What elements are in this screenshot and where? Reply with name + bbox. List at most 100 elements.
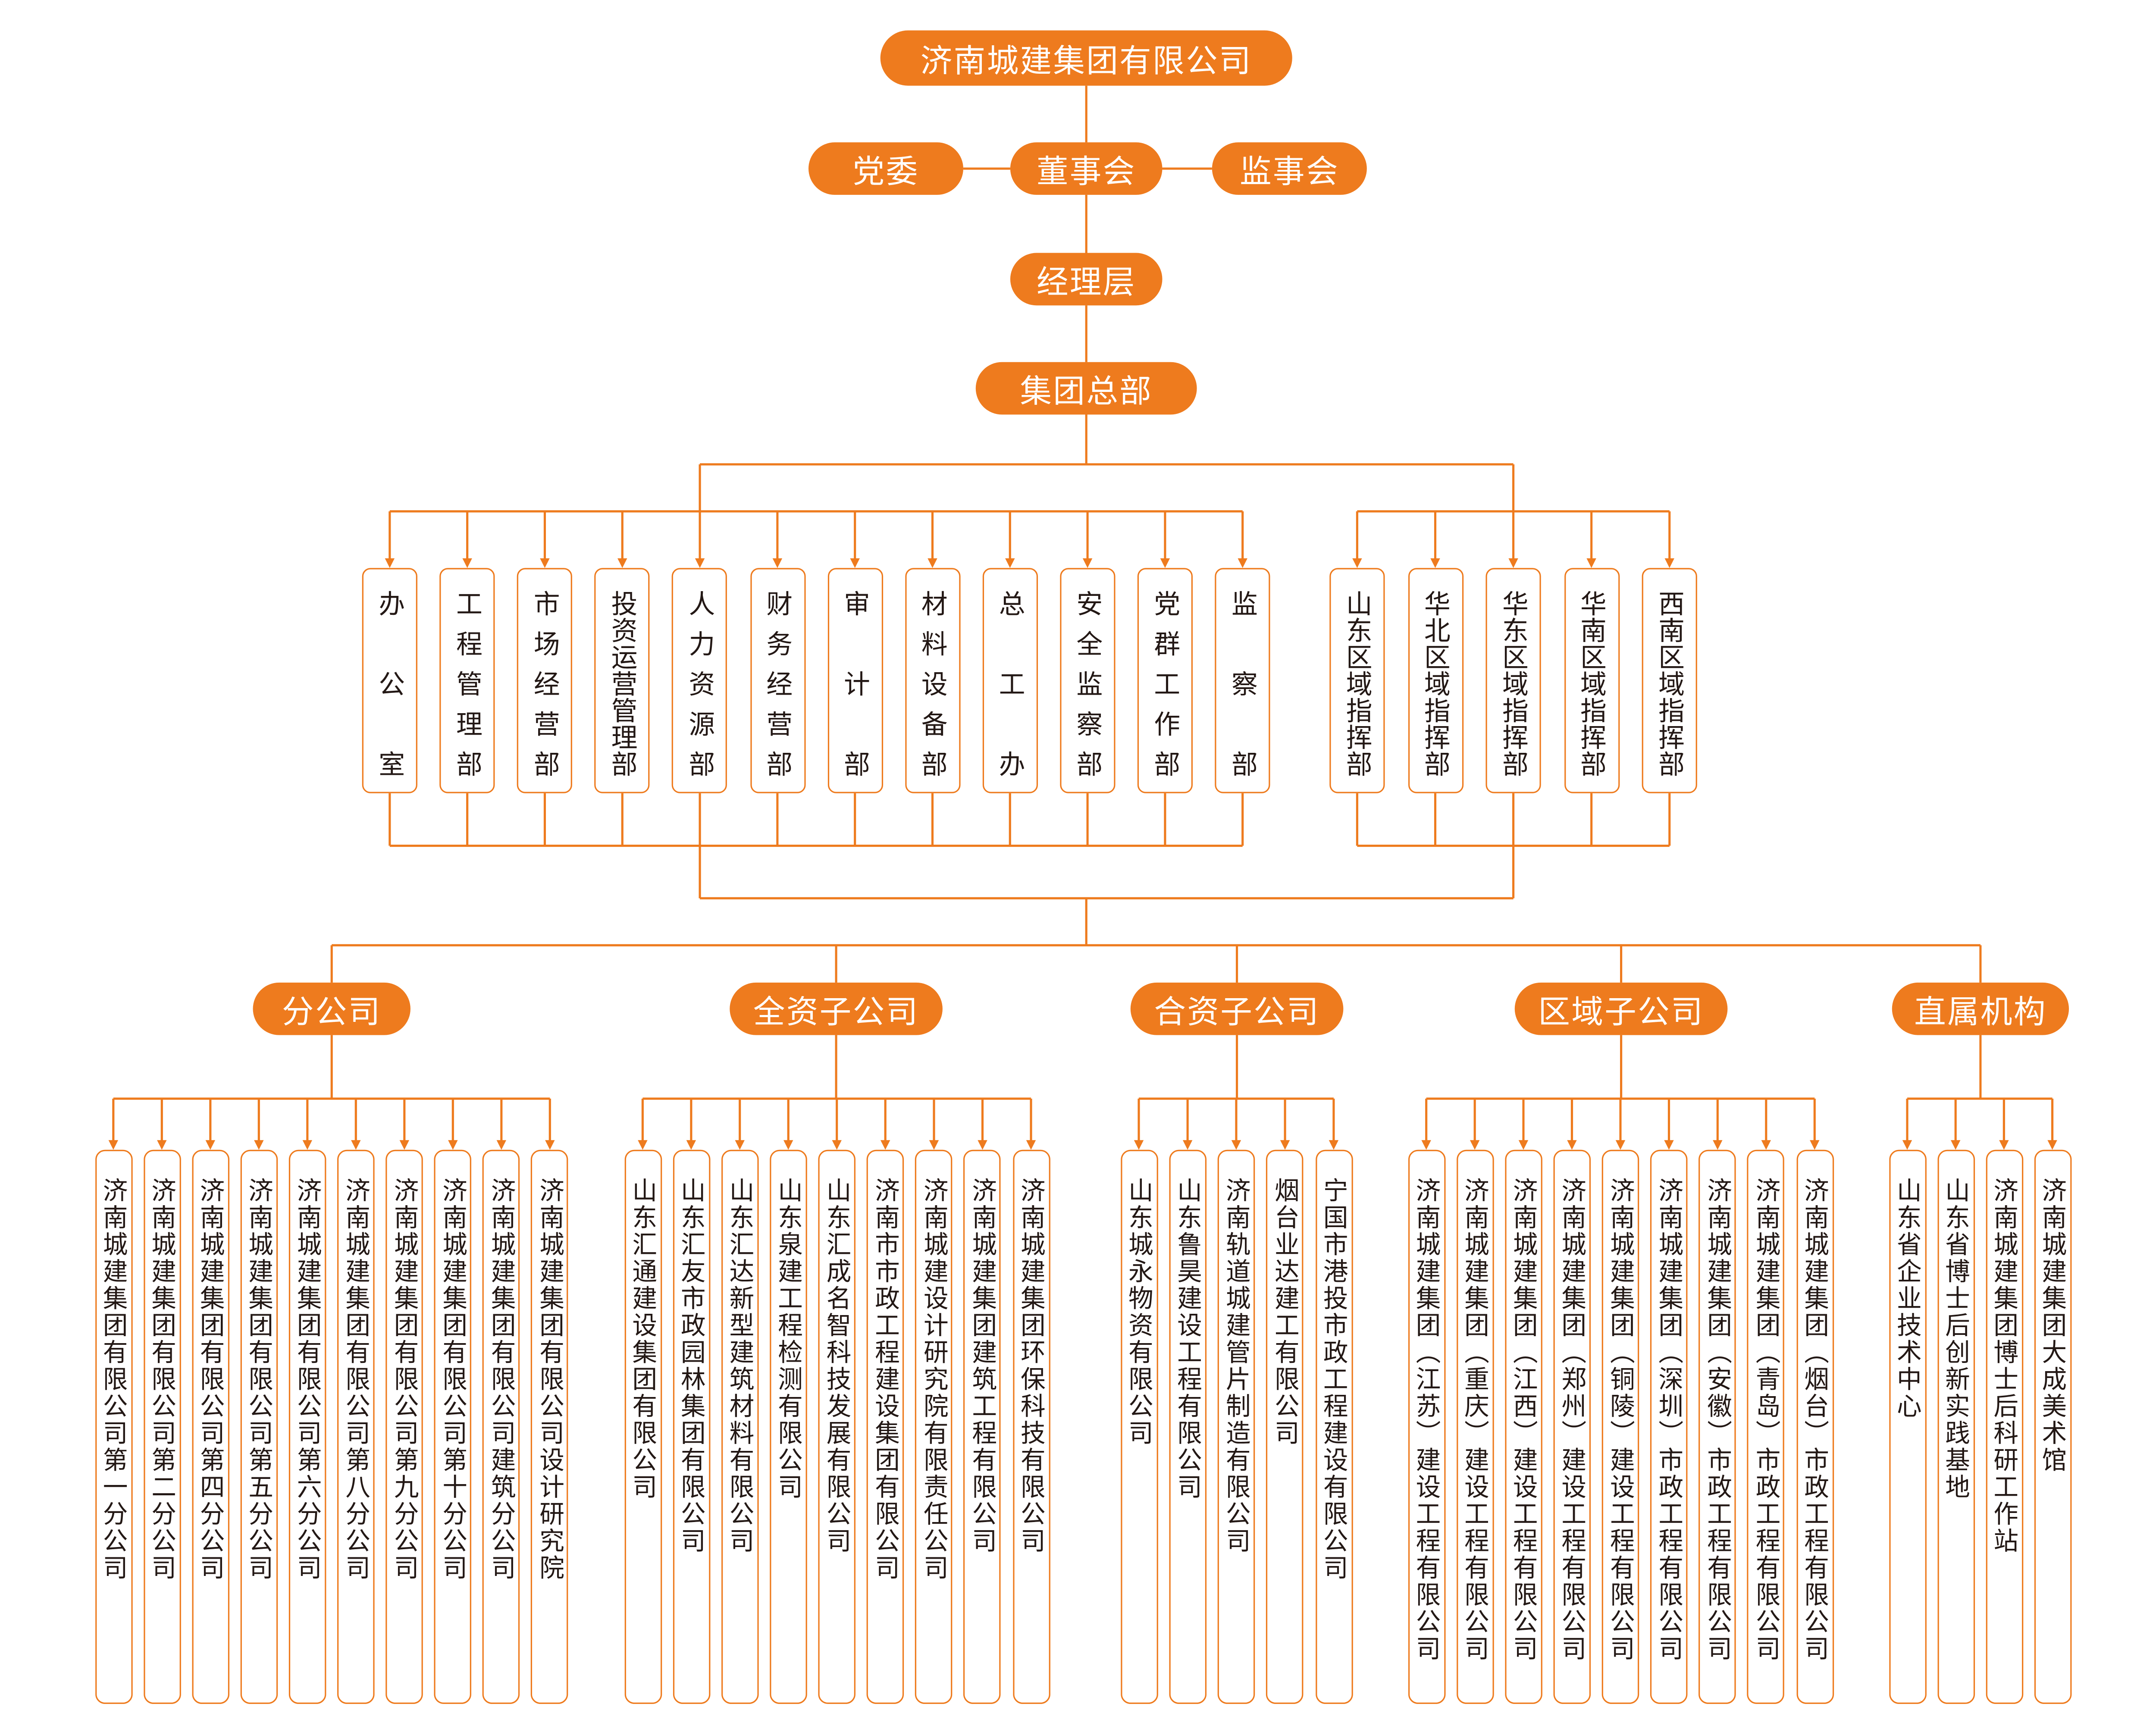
regional-command-name: 华南区域指挥部 — [1576, 590, 1607, 777]
arrow-head — [462, 558, 472, 568]
regional-subsidiary-box: 济南城建集团（青岛）市政工程有限公司 — [1747, 1150, 1785, 1704]
arrow-head — [1902, 1140, 1912, 1150]
affiliated-institution-box: 济南城建集团博士后科研工作站 — [1985, 1150, 2023, 1704]
category-wholly-owned-subsidiaries: 全资子公司 — [730, 982, 943, 1035]
board-of-supervisors-node: 监事会 — [1212, 142, 1367, 195]
arrow-head — [929, 1140, 939, 1150]
unit-name: 山东城永物资有限公司 — [1124, 1177, 1153, 1447]
branch-company-box: 济南城建集团有限公司第二分公司 — [143, 1150, 181, 1704]
arrow-head — [832, 1140, 842, 1150]
unit-name: 济南城建集团有限公司第十分公司 — [438, 1177, 467, 1582]
category-joint-venture-subsidiaries: 合资子公司 — [1130, 982, 1344, 1035]
arrow-head — [205, 1140, 216, 1150]
unit-name: 济南城建集团（铜陵）建设工程有限公司 — [1606, 1177, 1635, 1663]
arrow-head — [1664, 558, 1674, 568]
unit-name: 济南城建集团有限公司第五分公司 — [244, 1177, 273, 1582]
arrow-head — [928, 558, 937, 568]
regional-subsidiary-box: 济南城建集团（江苏）建设工程有限公司 — [1407, 1150, 1445, 1704]
branch-company-box: 济南城建集团有限公司建筑分公司 — [483, 1150, 520, 1704]
unit-name: 烟台业达建工有限公司 — [1270, 1177, 1300, 1447]
arrow-head — [686, 1140, 696, 1150]
joint-venture-subsidiary-box: 济南轨道城建管片制造有限公司 — [1217, 1150, 1255, 1704]
arrow-head — [302, 1140, 313, 1150]
arrow-head — [1134, 1140, 1144, 1150]
branch-company-box: 济南城建集团有限公司第九分公司 — [385, 1150, 423, 1704]
arrow-head — [783, 1140, 793, 1150]
department-name: 工程管理部 — [452, 590, 483, 777]
regional-subsidiary-box: 济南城建集团（烟台）市政工程有限公司 — [1796, 1150, 1833, 1704]
affiliated-institution-box: 山东省博士后创新实践基地 — [1937, 1150, 1974, 1704]
department-box: 工程管理部 — [439, 568, 495, 793]
regional-command-box: 华北区域指挥部 — [1407, 568, 1463, 793]
department-box: 党群工作部 — [1137, 568, 1193, 793]
unit-name: 济南城建集团有限公司第八分公司 — [341, 1177, 370, 1582]
unit-name: 山东汇成名智科技发展有限公司 — [822, 1177, 852, 1555]
arrow-head — [545, 1140, 555, 1150]
arrow-head — [617, 558, 627, 568]
joint-venture-subsidiary-box: 山东鲁昊建设工程有限公司 — [1169, 1150, 1206, 1704]
unit-name: 济南城建集团建筑工程有限公司 — [968, 1177, 997, 1555]
unit-name: 济南城建集团（深圳）市政工程有限公司 — [1654, 1177, 1684, 1663]
affiliated-institution-box: 山东省企业技术中心 — [1888, 1150, 1926, 1704]
arrow-head — [1329, 1140, 1339, 1150]
department-box: 人力资源部 — [672, 568, 728, 793]
arrow-head — [496, 1140, 507, 1150]
department-box: 市场经营部 — [517, 568, 573, 793]
arrow-head — [638, 1140, 648, 1150]
regional-command-box: 华东区域指挥部 — [1485, 568, 1541, 793]
arrow-head — [1026, 1140, 1036, 1150]
unit-name: 济南轨道城建管片制造有限公司 — [1222, 1177, 1251, 1555]
unit-name: 济南城建集团有限公司建筑分公司 — [487, 1177, 516, 1582]
department-box: 审计部 — [827, 568, 883, 793]
unit-name: 济南城建集团有限公司第九分公司 — [390, 1177, 419, 1582]
category-regional-subsidiaries: 区域子公司 — [1514, 982, 1728, 1035]
category-directly-affiliated: 直属机构 — [1892, 982, 2069, 1035]
joint-venture-subsidiary-box: 山东城永物资有限公司 — [1120, 1150, 1158, 1704]
regional-command-name: 华东区域指挥部 — [1498, 590, 1529, 777]
regional-command-box: 西南区域指挥部 — [1642, 568, 1697, 793]
company-title: 济南城建集团有限公司 — [880, 30, 1292, 86]
arrow-head — [850, 558, 860, 568]
regional-subsidiary-box: 济南城建集团（郑州）建设工程有限公司 — [1553, 1150, 1591, 1704]
unit-name: 济南城建集团有限公司第六分公司 — [293, 1177, 322, 1582]
arrow-head — [399, 1140, 410, 1150]
regional-command-name: 山东区域指挥部 — [1342, 590, 1373, 777]
regional-command-box: 山东区域指挥部 — [1329, 568, 1385, 793]
department-name: 市场经营部 — [530, 590, 560, 777]
unit-name: 济南城建集团（江苏）建设工程有限公司 — [1412, 1177, 1441, 1663]
arrow-head — [1508, 558, 1518, 568]
arrow-head — [1999, 1140, 2009, 1150]
arrow-head — [1950, 1140, 1961, 1150]
arrow-head — [108, 1140, 119, 1150]
unit-name: 济南城建集团（安徽）市政工程有限公司 — [1703, 1177, 1732, 1663]
unit-name: 济南城建集团（郑州）建设工程有限公司 — [1557, 1177, 1587, 1663]
arrow-head — [385, 558, 395, 568]
unit-name: 济南城建集团有限公司设计研究院 — [535, 1177, 564, 1582]
arrow-head — [772, 558, 783, 568]
unit-name: 济南城建集团（江西）建设工程有限公司 — [1509, 1177, 1538, 1663]
department-name: 安全监察部 — [1072, 590, 1103, 777]
arrow-head — [735, 1140, 745, 1150]
department-box: 安全监察部 — [1059, 568, 1116, 793]
arrow-head — [695, 558, 705, 568]
arrow-head — [2047, 1140, 2057, 1150]
arrow-head — [254, 1140, 264, 1150]
department-name: 财务经营部 — [762, 590, 793, 777]
regional-subsidiary-box: 济南城建集团（江西）建设工程有限公司 — [1504, 1150, 1542, 1704]
regional-subsidiary-box: 济南城建集团（铜陵）建设工程有限公司 — [1601, 1150, 1639, 1704]
wholly-owned-subsidiary-box: 济南城建设计研究院有限责任公司 — [915, 1150, 953, 1704]
arrow-head — [1280, 1140, 1290, 1150]
arrow-head — [1470, 1140, 1480, 1150]
affiliated-institution-box: 济南城建集团大成美术馆 — [2034, 1150, 2071, 1704]
department-name: 党群工作部 — [1150, 590, 1181, 777]
unit-name: 济南城建集团有限公司第四分公司 — [196, 1177, 225, 1582]
wholly-owned-subsidiary-box: 济南城建集团建筑工程有限公司 — [964, 1150, 1001, 1704]
arrow-head — [1231, 1140, 1241, 1150]
arrow-head — [880, 1140, 890, 1150]
unit-name: 山东省博士后创新实践基地 — [1941, 1177, 1970, 1501]
wholly-owned-subsidiary-box: 山东泉建工程检测有限公司 — [769, 1150, 807, 1704]
board-of-directors-node: 董事会 — [1010, 142, 1163, 195]
arrow-head — [1352, 558, 1362, 568]
branch-company-box: 济南城建集团有限公司第一分公司 — [94, 1150, 132, 1704]
